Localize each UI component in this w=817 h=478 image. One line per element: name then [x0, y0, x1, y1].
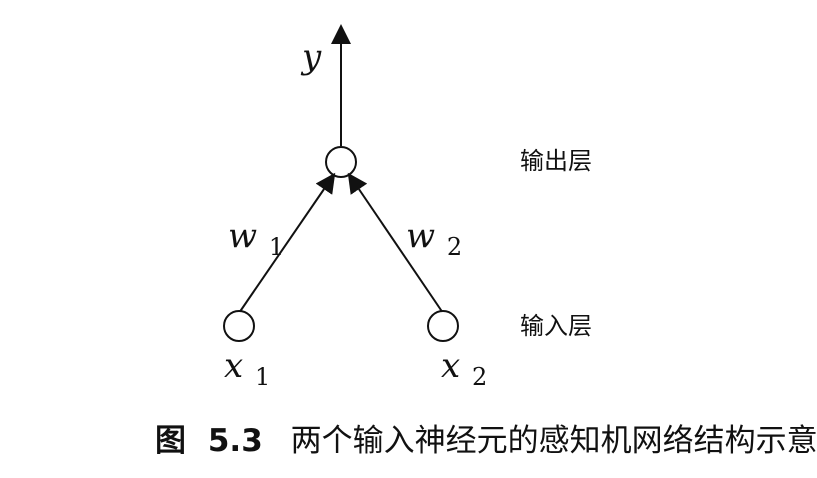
output-layer-label: 输出层 [520, 147, 592, 175]
output-neuron [325, 146, 357, 178]
weight-label-w1-base: w [228, 216, 257, 256]
weight-connection-1 [238, 172, 336, 314]
input-label-x1-base: x [224, 346, 243, 386]
input-neuron-2 [427, 310, 459, 342]
perceptron-diagram: y w 1 w 2 x 1 x 2 [223, 24, 487, 391]
input-label-x2-subscript: 2 [472, 363, 487, 391]
weight-label-w2-subscript: 2 [447, 233, 462, 261]
figure-number: 5.3 [207, 423, 263, 459]
input-neuron-1 [223, 310, 255, 342]
input-label-x1-subscript: 1 [255, 363, 270, 391]
input-label-x2-base: x [441, 346, 460, 386]
figure-label: 图 [155, 423, 186, 459]
input-label-x1: x 1 [224, 346, 270, 391]
figure-caption: 图 5.3 两个输入神经元的感知机网络结构示意图 [155, 417, 817, 467]
weight-label-w2-base: w [406, 216, 435, 256]
weight-connection-2 [347, 172, 444, 314]
output-label-y: y [300, 37, 322, 77]
weight-label-w1: w 1 [228, 216, 284, 261]
weight-label-w2: w 2 [406, 216, 462, 261]
input-layer-label: 输入层 [520, 312, 592, 340]
input-label-x2: x 2 [441, 346, 487, 391]
caption-text: 两个输入神经元的感知机网络结构示意图 [290, 423, 817, 459]
weight-label-w1-subscript: 1 [269, 233, 284, 261]
